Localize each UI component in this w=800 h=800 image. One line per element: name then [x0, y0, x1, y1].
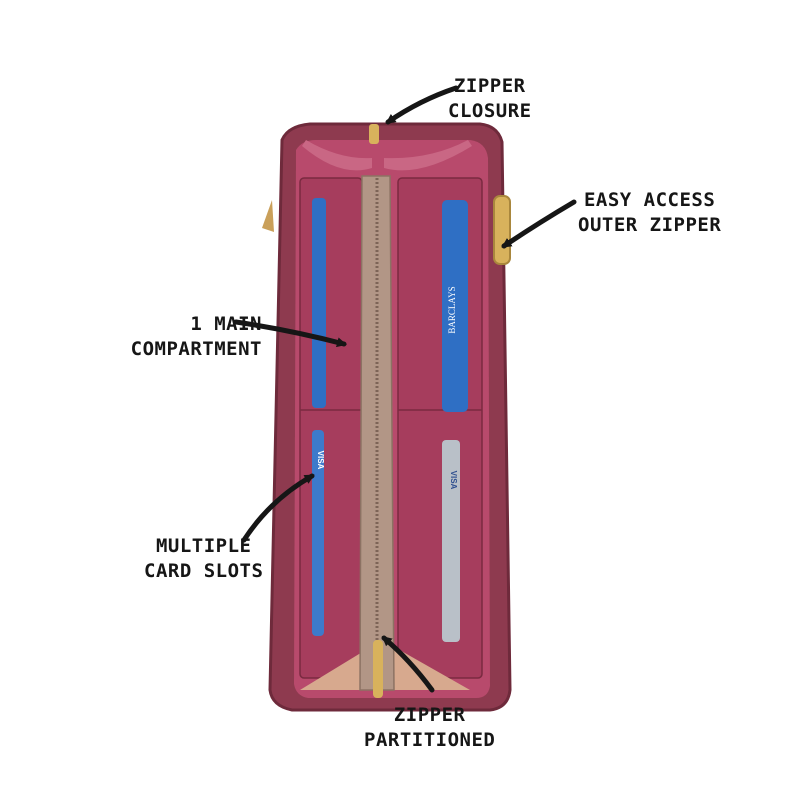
- top-zipper-pull: [369, 124, 379, 144]
- callout-line: PARTITIONED: [364, 729, 496, 751]
- main-compartment-callout: 1 MAIN COMPARTMENT: [112, 312, 262, 362]
- card-slots-callout: MULTIPLE CARD SLOTS: [144, 534, 263, 584]
- callout-line: ZIPPER: [393, 704, 466, 726]
- arrow-outer-zipper: [501, 199, 577, 249]
- callout-line: CARD SLOTS: [144, 560, 264, 582]
- easy-access-callout: EASY ACCESS OUTER ZIPPER: [578, 188, 721, 238]
- strap-ring: [262, 200, 274, 232]
- callout-line: ZIPPER: [453, 75, 526, 97]
- zipper-partition: [359, 175, 395, 691]
- zipper-closure-callout: ZIPPER CLOSURE: [448, 74, 532, 124]
- callout-line: CLOSURE: [448, 100, 532, 122]
- arrow-zipper-closure: [385, 85, 459, 125]
- outer-zipper-pull: [493, 195, 511, 265]
- callout-line: EASY ACCESS: [583, 189, 716, 211]
- arrow-main-compartment: [233, 319, 347, 348]
- callout-line: OUTER ZIPPER: [578, 214, 722, 236]
- barclays-card-label: BARCLAYS: [447, 286, 457, 333]
- card-stack-right: [442, 200, 468, 642]
- callout-line: COMPARTMENT: [130, 338, 262, 360]
- callout-line: MULTIPLE: [155, 535, 252, 557]
- card-stack-left: [312, 198, 326, 636]
- callout-line: 1 MAIN: [190, 313, 262, 335]
- arrow-zipper-partitioned: [381, 635, 435, 693]
- visa-card-label-right: VISA: [449, 471, 458, 490]
- arrow-card-slots: [241, 473, 315, 543]
- partition-zipper-pull: [373, 640, 383, 698]
- zipper-partitioned-callout: ZIPPER PARTITIONED: [364, 703, 495, 753]
- visa-card-label-left: VISA: [316, 451, 325, 470]
